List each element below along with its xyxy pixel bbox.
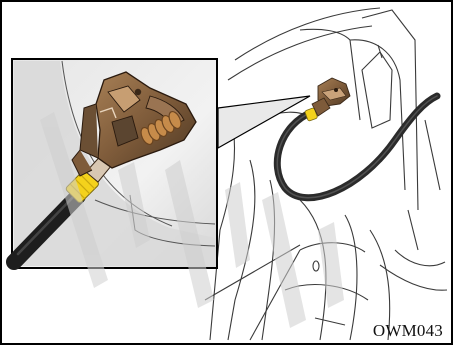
figure-code-label: OWM043 bbox=[373, 322, 443, 339]
